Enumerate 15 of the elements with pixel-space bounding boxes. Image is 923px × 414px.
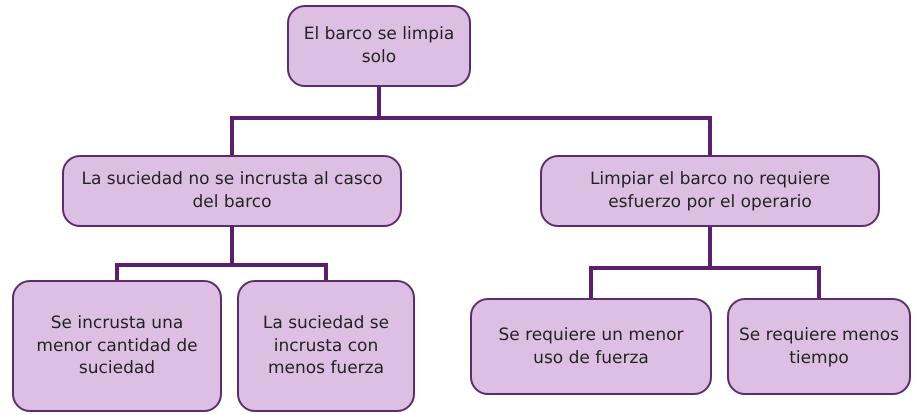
box-text: Se requiere un menor uso de fuerza: [497, 324, 685, 370]
process-box: [540, 155, 880, 227]
box-text: El barco se limpia solo: [302, 23, 456, 69]
process-box: [470, 298, 712, 395]
connector-line: [377, 87, 712, 155]
box-text: La suciedad no se incrusta al casco del barco: [80, 168, 384, 214]
box-text: Se requiere menos tiempo: [739, 324, 899, 370]
process-box: [287, 5, 471, 87]
process-box: [727, 298, 911, 395]
box-text: La suciedad se incrusta con menos fuerza: [262, 312, 390, 380]
box-text: Limpiar el barco no requiere esfuerzo por el operario: [588, 168, 832, 214]
process-box: [12, 280, 222, 412]
box-text: Se incrusta una menor cantidad de suciedad: [35, 312, 199, 380]
process-box: [62, 155, 402, 227]
process-box: [237, 280, 415, 412]
